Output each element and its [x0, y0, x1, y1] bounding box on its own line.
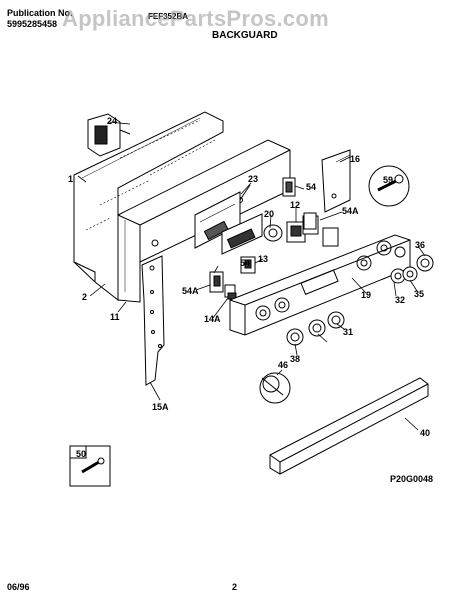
callout-14a: 14A [204, 314, 221, 324]
callout-24: 24 [107, 116, 117, 126]
rear-panel-part [73, 111, 224, 302]
callout-20: 20 [264, 209, 274, 219]
clock-timer-part [221, 213, 283, 255]
right-bracket-part [282, 149, 351, 230]
footer-page-number: 2 [232, 582, 238, 592]
callout-54a-left: 54A [182, 286, 199, 296]
callout-19: 19 [361, 290, 371, 300]
callout-38: 38 [290, 354, 300, 364]
small-switch-parts [209, 256, 256, 300]
indicator-lens-part [259, 372, 291, 404]
switch-part [87, 113, 131, 157]
publication-number: 5995285458 [7, 19, 58, 29]
section-title: BACKGUARD [212, 30, 278, 41]
callout-16: 16 [350, 154, 360, 164]
control-panel-part [229, 234, 411, 336]
callout-1: 1 [68, 174, 73, 184]
bracket-part [194, 184, 251, 249]
callout-54-left: 54 [240, 258, 250, 268]
leader-lines [77, 121, 426, 431]
screw-box-part [69, 445, 111, 487]
callout-2: 2 [82, 292, 87, 302]
callout-35-right: 35 [414, 289, 424, 299]
model-number: FEF352BA [148, 12, 189, 21]
left-side-bracket-part [141, 255, 165, 386]
callout-15a: 15A [152, 402, 169, 412]
callout-31: 31 [343, 327, 353, 337]
publication-label: Publication No. [7, 8, 73, 18]
footer-date: 06/96 [7, 582, 30, 592]
screw-detail-part [368, 165, 410, 207]
callout-12: 12 [290, 200, 300, 210]
knob-parts [286, 254, 434, 346]
callout-11: 11 [110, 312, 120, 322]
callout-59: 59 [383, 175, 393, 185]
callout-23: 23 [248, 174, 258, 184]
callout-36-right: 36 [415, 240, 425, 250]
callout-46: 46 [278, 360, 288, 370]
callout-32: 32 [395, 295, 405, 305]
watermark: AppliancePartsPros.com [62, 6, 330, 31]
callout-54-right: 54 [306, 182, 316, 192]
callout-40: 40 [420, 428, 430, 438]
callout-labels: 1 2 11 12 13 14A 15A 16 19 20 23 24 31 3… [68, 116, 430, 459]
callout-13: 13 [258, 254, 268, 264]
callout-54a-right: 54A [342, 206, 359, 216]
diagram-code: P20G0048 [390, 474, 433, 484]
callout-50: 50 [76, 449, 86, 459]
trim-strip-part [269, 377, 429, 475]
